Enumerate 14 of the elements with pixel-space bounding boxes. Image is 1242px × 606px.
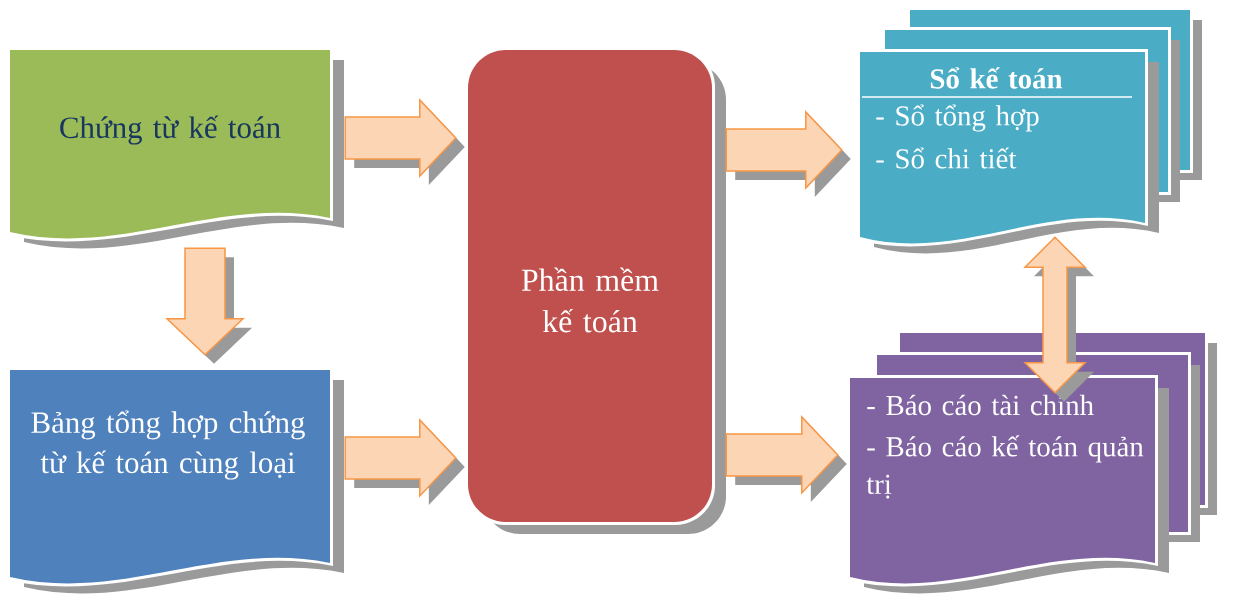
block-arrow: [1023, 236, 1094, 402]
block-arrow: [344, 418, 465, 505]
node-label: Sổ kế toán: [930, 67, 1063, 89]
node-label: Bảng tổng hợp chứng từ kế toán cùng loại: [31, 410, 305, 480]
node-label: - Sổ chi tiết: [876, 147, 1017, 169]
block-arrow: [344, 98, 465, 185]
block-arrow: [165, 247, 252, 364]
node-label: - Báo cáo kế toán quản trị: [866, 435, 1144, 499]
block-arrow: [725, 110, 851, 197]
node-label: Chứng từ kế toán: [60, 115, 281, 145]
process-box: Phần mềm kế toán: [465, 47, 726, 534]
block-arrow: [725, 415, 847, 502]
node-label: - Báo cáo tài chính: [867, 394, 1094, 416]
node-label: - Sổ tổng hợp: [876, 104, 1039, 132]
